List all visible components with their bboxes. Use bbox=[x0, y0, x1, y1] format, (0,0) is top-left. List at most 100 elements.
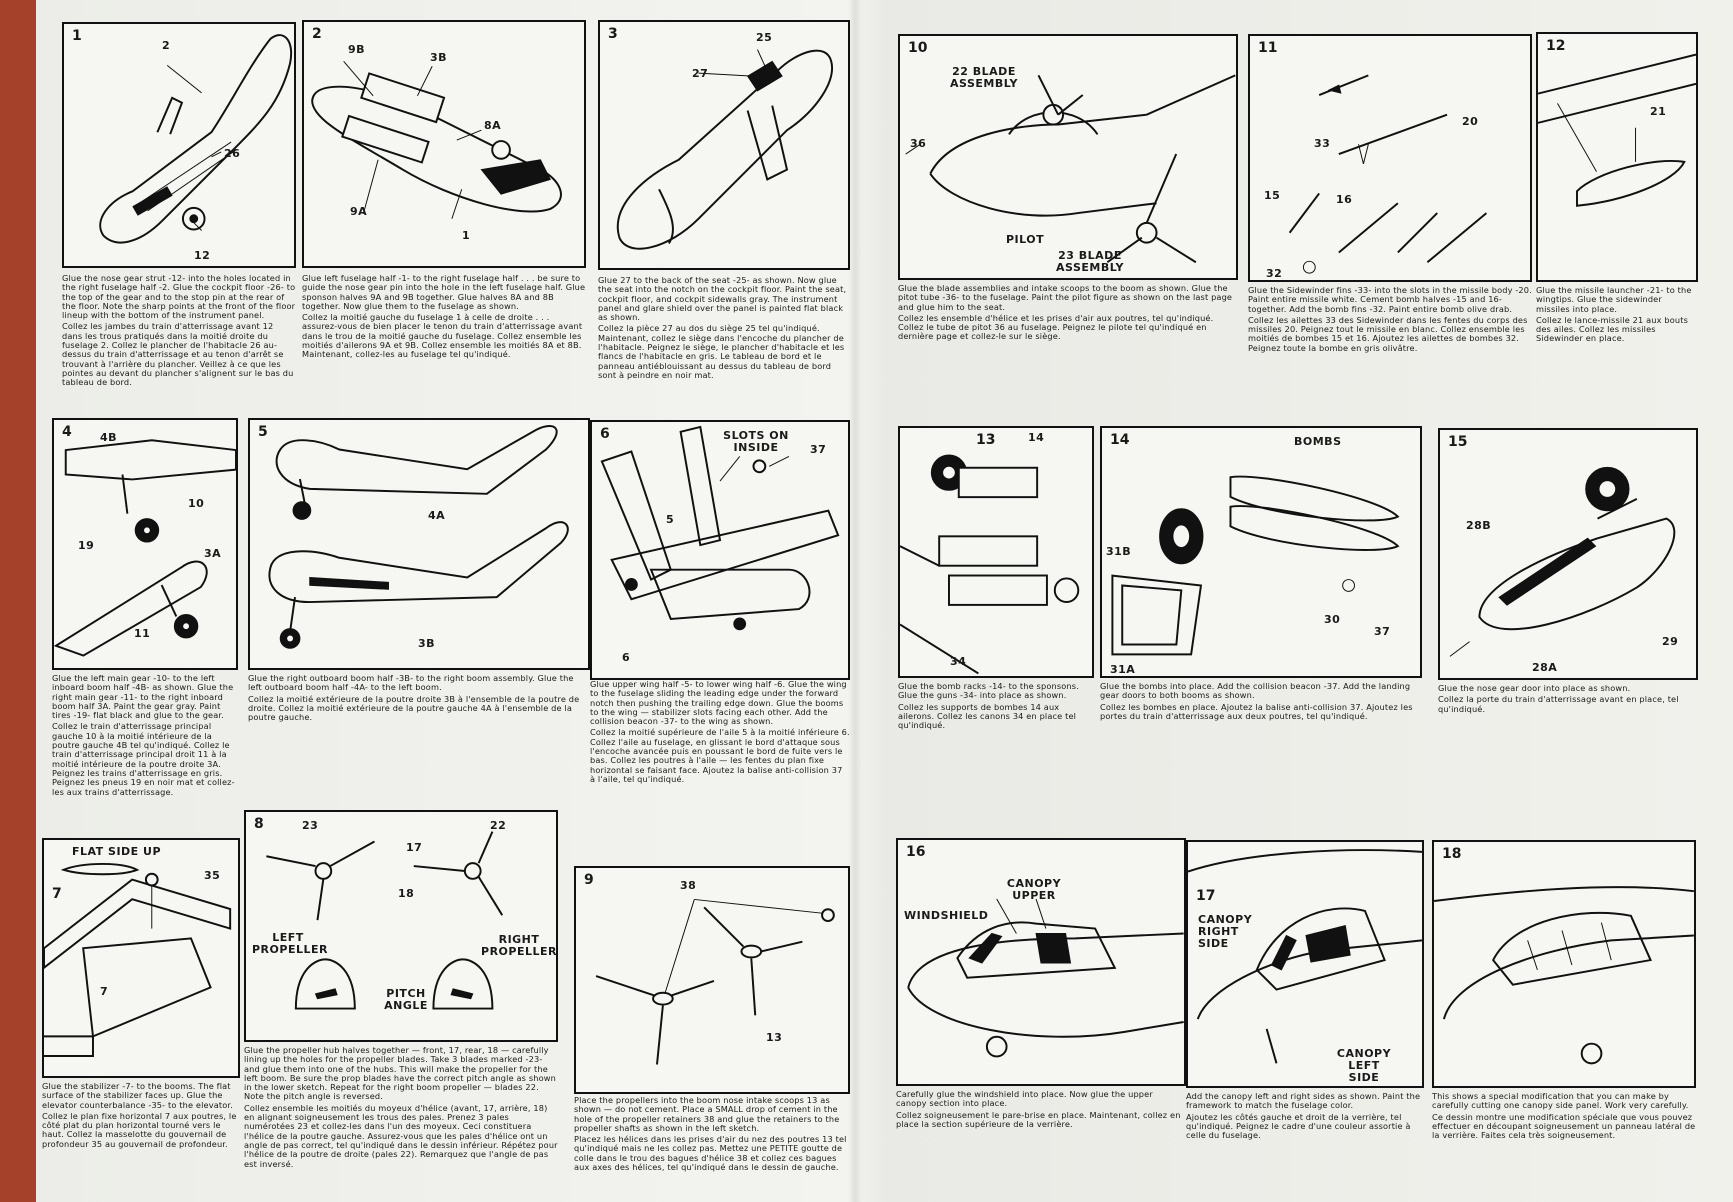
step-6-illustration: 6 SLOTS ON INSIDE 37 5 6 bbox=[590, 420, 850, 680]
step-10-illustration: 10 22 BLADE ASSEMBLY 36 PILOT 23 BLADE A… bbox=[898, 34, 1238, 280]
step-11-number: 11 bbox=[1258, 40, 1278, 56]
step-11-label-15: 15 bbox=[1264, 189, 1281, 202]
step-6-label-37: 37 bbox=[810, 443, 827, 456]
step-4-label-19: 19 bbox=[78, 539, 95, 552]
step-15-label-28b: 28B bbox=[1466, 519, 1492, 532]
step-4-label-3a: 3A bbox=[204, 547, 222, 560]
step-17-english: Add the canopy left and right sides as s… bbox=[1186, 1091, 1421, 1111]
step-9-drawing bbox=[595, 898, 835, 1065]
step-6-english: Glue upper wing half -5- to lower wing h… bbox=[590, 679, 847, 727]
step-9-french: Placez les hélices dans les prises d'air… bbox=[574, 1134, 847, 1173]
step-15-french: Collez la porte du train d'atterrissage … bbox=[1438, 694, 1679, 714]
step-13-label-14: 14 bbox=[1028, 431, 1045, 444]
step-14-label-37: 37 bbox=[1374, 625, 1391, 638]
step-11-drawing bbox=[1288, 74, 1488, 274]
step-8-illustration: 8 23 17 22 18 LEFT PROPELLER RIGHT PROPE… bbox=[244, 810, 558, 1042]
step-16-drawing bbox=[907, 898, 1184, 1058]
step-4-french: Collez le train d'atterrissage principal… bbox=[52, 721, 235, 797]
step-10-drawing bbox=[905, 74, 1236, 264]
step-8-drawing bbox=[266, 831, 504, 1010]
step-7-english: Glue the stabilizer -7- to the booms. Th… bbox=[42, 1081, 233, 1110]
step-7-drawing bbox=[44, 863, 232, 1057]
step-8-label-18: 18 bbox=[398, 887, 415, 900]
step-1-drawing bbox=[99, 34, 293, 244]
step-13-english: Glue the bomb racks -14- to the sponsons… bbox=[898, 681, 1079, 701]
step-11-illustration: 11 20 33 15 16 32 bbox=[1248, 34, 1532, 282]
step-7-label-35: 35 bbox=[204, 869, 221, 882]
step-12-illustration: 12 21 bbox=[1536, 32, 1698, 282]
step-4-number: 4 bbox=[62, 424, 72, 440]
step-2-label-3b: 3B bbox=[430, 51, 448, 64]
step-5-label-3b: 3B bbox=[418, 637, 436, 650]
step-6-label-6: 6 bbox=[622, 651, 631, 664]
step-6-label-slots: SLOTS ON INSIDE bbox=[723, 429, 789, 454]
step-1-label-2: 2 bbox=[162, 39, 171, 52]
step-9-label-38: 38 bbox=[680, 879, 697, 892]
step-4-caption: Glue the left main gear -10- to the left… bbox=[52, 673, 238, 799]
step-18-illustration: 18 bbox=[1432, 840, 1696, 1088]
step-7-number: 7 bbox=[52, 886, 62, 902]
step-10-label-pilot: PILOT bbox=[1006, 233, 1045, 246]
step-6-number: 6 bbox=[600, 426, 610, 442]
step-8-label-right-propeller: RIGHT PROPELLER bbox=[481, 933, 557, 958]
step-11-caption: Glue the Sidewinder fins -33- into the s… bbox=[1248, 285, 1532, 355]
step-5-label-4a: 4A bbox=[428, 509, 446, 522]
step-2-english: Glue left fuselage half -1- to the right… bbox=[302, 273, 586, 311]
step-10-caption: Glue the blade assemblies and intake sco… bbox=[898, 283, 1238, 344]
step-8-english: Glue the propeller hub halves together —… bbox=[244, 1045, 556, 1102]
step-15-illustration: 15 28B 29 28A bbox=[1438, 428, 1698, 680]
step-16-label-windshield: WINDSHIELD bbox=[904, 909, 989, 922]
step-2-caption: Glue left fuselage half -1- to the right… bbox=[302, 273, 586, 362]
step-8-french: Collez ensemble les moitiés du moyeux d'… bbox=[244, 1102, 558, 1169]
step-4-label-10: 10 bbox=[188, 497, 205, 510]
step-5-drawing bbox=[268, 425, 569, 649]
step-1-caption: Glue the nose gear strut -12- into the h… bbox=[62, 273, 296, 390]
step-17-label-canopy-left: CANOPY LEFT SIDE bbox=[1336, 1047, 1392, 1084]
step-2-illustration: 2 9B 3B 8A 9A 1 bbox=[302, 20, 586, 268]
step-13-french: Collez les supports de bombes 14 aux ail… bbox=[898, 701, 1077, 731]
step-3-number: 3 bbox=[608, 26, 618, 42]
step-3-illustration: 3 25 27 bbox=[598, 20, 850, 270]
step-14-label-31a: 31A bbox=[1110, 663, 1136, 676]
step-4-english: Glue the left main gear -10- to the left… bbox=[52, 673, 234, 721]
step-7-label-flat-side-up: FLAT SIDE UP bbox=[72, 845, 161, 858]
step-16-label-canopy-upper: CANOPY UPPER bbox=[1006, 877, 1062, 902]
step-7-french: Collez le plan fixe horizontal 7 aux pou… bbox=[42, 1110, 237, 1149]
step-13-illustration: 13 14 34 bbox=[898, 426, 1094, 678]
step-5-illustration: 5 4A 3B bbox=[248, 418, 590, 670]
step-14-caption: Glue the bombs into place. Add the colli… bbox=[1100, 681, 1422, 723]
step-14-label-bombs: BOMBS bbox=[1294, 435, 1342, 448]
step-13-label-34: 34 bbox=[950, 655, 967, 668]
step-12-label-21: 21 bbox=[1650, 105, 1667, 118]
step-9-label-13: 13 bbox=[766, 1031, 783, 1044]
step-13-caption: Glue the bomb racks -14- to the sponsons… bbox=[898, 681, 1094, 732]
step-17-number: 17 bbox=[1196, 888, 1216, 904]
step-5-caption: Glue the right outboard boom half -3B- t… bbox=[248, 673, 590, 724]
step-17-french: Ajoutez les côtés gauche et droit de la … bbox=[1186, 1111, 1411, 1141]
step-15-label-29: 29 bbox=[1662, 635, 1679, 648]
step-6-drawing bbox=[600, 425, 840, 631]
step-16-english: Carefully glue the windshield into place… bbox=[896, 1089, 1153, 1109]
step-13-number: 13 bbox=[976, 432, 996, 448]
step-10-label-36: 36 bbox=[910, 137, 927, 150]
step-16-caption: Carefully glue the windshield into place… bbox=[896, 1089, 1186, 1131]
step-2-french: Collez la moitié gauche du fuselage 1 à … bbox=[302, 312, 583, 360]
step-7-illustration: 7 FLAT SIDE UP 35 7 bbox=[42, 838, 240, 1078]
step-11-label-33: 33 bbox=[1314, 137, 1331, 150]
step-12-drawing bbox=[1538, 53, 1696, 207]
step-8-label-17: 17 bbox=[406, 841, 423, 854]
step-8-label-22: 22 bbox=[490, 819, 507, 832]
step-1-label-12: 12 bbox=[194, 249, 211, 262]
step-18-english: This shows a special modification that y… bbox=[1432, 1091, 1689, 1111]
step-16-french: Collez soigneusement le pare-brise en pl… bbox=[896, 1109, 1181, 1129]
step-3-label-27: 27 bbox=[692, 67, 709, 80]
step-8-label-23: 23 bbox=[302, 819, 319, 832]
step-1-illustration: 1 2 26 12 bbox=[62, 22, 296, 268]
step-18-caption: This shows a special modification that y… bbox=[1432, 1091, 1696, 1142]
step-15-caption: Glue the nose gear door into place as sh… bbox=[1438, 683, 1698, 716]
step-11-label-16: 16 bbox=[1336, 193, 1353, 206]
step-10-french: Collez les ensemble d'hélice et les pris… bbox=[898, 312, 1214, 342]
step-12-caption: Glue the missile launcher -21- to the wi… bbox=[1536, 285, 1698, 346]
step-2-drawing bbox=[311, 61, 562, 219]
step-3-french: Collez la pièce 27 au dos du siège 25 te… bbox=[598, 323, 845, 380]
